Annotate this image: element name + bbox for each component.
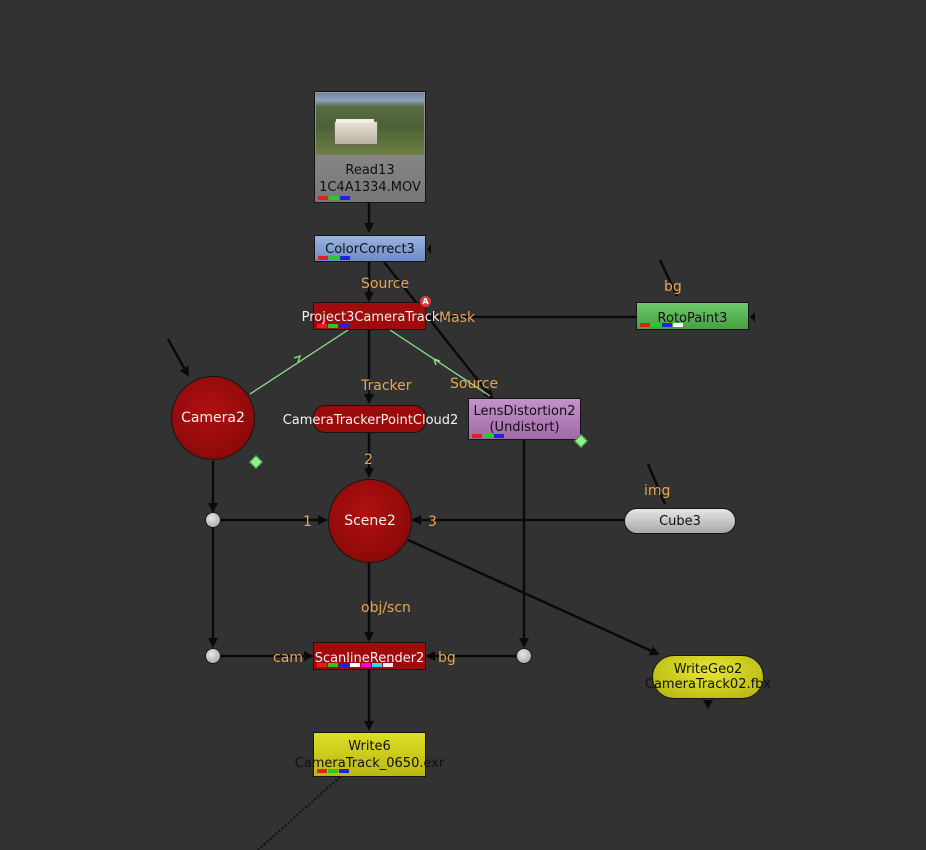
node-read13[interactable]: Read13 1C4A1334.MOV bbox=[314, 91, 426, 203]
write6-channels bbox=[317, 769, 350, 773]
rotopaint3-channels bbox=[640, 323, 684, 327]
node-write6[interactable]: Write6 CameraTrack_0650.exr bbox=[295, 732, 444, 777]
project3-badge: A bbox=[420, 296, 431, 307]
wire-cube-img-stub bbox=[646, 463, 667, 505]
project3-label: Project3CameraTrack bbox=[301, 310, 440, 325]
input-label-tracker: Tracker bbox=[361, 378, 412, 394]
input-label-source-lens: Source bbox=[450, 376, 499, 392]
input-label-source: Source bbox=[361, 276, 410, 292]
node-project3cameratrack[interactable]: Project3CameraTrack bbox=[302, 302, 439, 330]
read13-file: 1C4A1334.MOV bbox=[319, 180, 421, 195]
input-label-scene-2: 2 bbox=[364, 452, 373, 468]
node-scanlinerender2[interactable]: ScanlineRender2 bbox=[313, 642, 426, 670]
read-thumbnail bbox=[316, 93, 424, 155]
wire-scene-writegeo bbox=[407, 538, 660, 656]
camera2-label: Camera2 bbox=[181, 409, 245, 426]
scanlinerender2-label: ScanlineRender2 bbox=[314, 651, 425, 666]
dot-camera-split[interactable] bbox=[205, 512, 221, 528]
lensdistortion2-label: LensDistortion2 bbox=[473, 404, 576, 419]
input-label-bg-render: bg bbox=[438, 650, 456, 666]
read13-channels bbox=[318, 196, 351, 200]
wire-roto-bg-stub bbox=[658, 259, 679, 297]
scanlinerender2-channels bbox=[317, 663, 394, 667]
input-label-scene-3: 3 bbox=[428, 514, 437, 530]
colorcorrect3-label: ColorCorrect3 bbox=[325, 242, 415, 257]
input-label-bg: bg bbox=[664, 279, 682, 295]
node-lensdistortion2[interactable]: LensDistortion2 (Undistort) bbox=[468, 398, 581, 440]
dot-lens-render[interactable] bbox=[516, 648, 532, 664]
input-label-mask: Mask bbox=[439, 310, 476, 326]
input-label-scene-1: 1 bbox=[303, 514, 312, 530]
input-label-objscn: obj/scn bbox=[361, 600, 411, 616]
wire-colorcorrect-lens bbox=[383, 261, 494, 400]
node-writegeo2[interactable]: WriteGeo2 CameraTrack02.fbx bbox=[645, 655, 771, 699]
rotopaint3-label: RotoPaint3 bbox=[657, 311, 728, 326]
wire-project-lens bbox=[389, 329, 491, 397]
node-cube3[interactable]: Cube3 bbox=[624, 508, 736, 534]
input-label-cam: cam bbox=[273, 650, 303, 666]
read13-label: Read13 bbox=[345, 163, 395, 178]
node-colorcorrect3[interactable]: ColorCorrect3 bbox=[314, 235, 426, 262]
node-cameratrackerpointcloud2[interactable]: CameraTrackerPointCloud2 bbox=[283, 405, 458, 433]
lensdistortion2-channels bbox=[472, 434, 505, 438]
scene2-label: Scene2 bbox=[344, 512, 396, 529]
writegeo2-label: WriteGeo2 bbox=[673, 662, 743, 677]
writegeo2-file: CameraTrack02.fbx bbox=[644, 677, 772, 692]
colorcorrect3-channels bbox=[318, 256, 351, 260]
write6-label: Write6 bbox=[348, 739, 391, 754]
dot-camera-render[interactable] bbox=[205, 648, 221, 664]
project3-channels bbox=[317, 324, 350, 328]
node-camera2[interactable]: Camera2 bbox=[171, 376, 255, 460]
wire-write-viewer-dotted bbox=[257, 776, 341, 850]
cube3-label: Cube3 bbox=[659, 513, 701, 529]
input-label-img: img bbox=[644, 483, 671, 499]
wire-project-camera bbox=[249, 329, 349, 395]
write6-file: CameraTrack_0650.exr bbox=[294, 756, 445, 771]
node-scene2[interactable]: Scene2 bbox=[328, 479, 412, 563]
lensdistortion2-sub: (Undistort) bbox=[489, 420, 560, 435]
pointcloud-label: CameraTrackerPointCloud2 bbox=[282, 413, 459, 428]
wire-camera-stub bbox=[166, 338, 190, 377]
node-rotopaint3[interactable]: RotoPaint3 bbox=[636, 302, 749, 330]
